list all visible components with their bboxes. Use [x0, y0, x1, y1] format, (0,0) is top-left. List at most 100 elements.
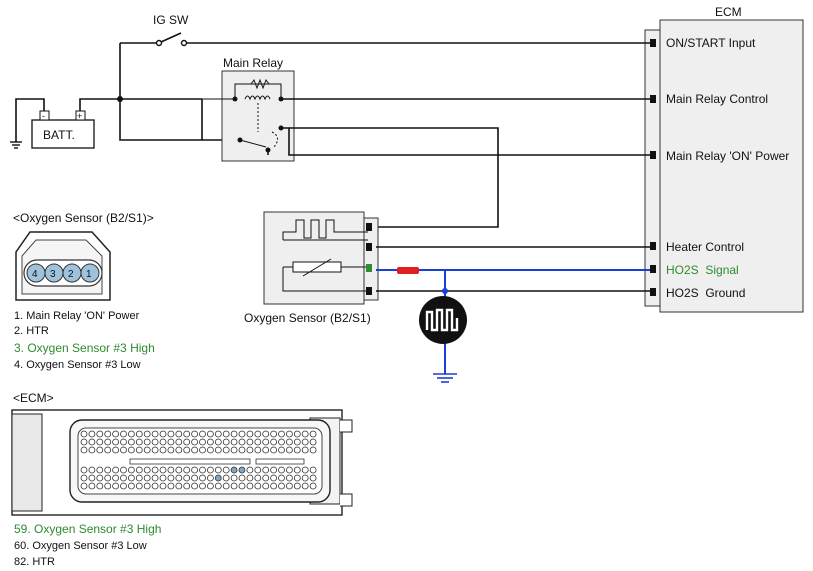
ecm-connector-pin — [293, 430, 301, 438]
ecm-connector-pin — [301, 430, 309, 438]
ecm-connector-pin — [127, 474, 135, 482]
ecm-block: ECM ON/START Input Main Relay Control Ma… — [644, 5, 804, 313]
ecm-connector-pin — [199, 474, 206, 482]
ecm-connector-pin — [120, 474, 127, 482]
ecm-connector-pin — [183, 466, 191, 474]
ecm-connector-pin — [230, 466, 238, 474]
ecm-connector-pin — [96, 482, 104, 490]
ecm-connector-pin — [183, 474, 191, 482]
oscilloscope-icon — [419, 296, 467, 344]
ecm-connector-pin — [214, 482, 222, 490]
connector-pin-3: 3 — [50, 269, 56, 280]
ecm-title: ECM — [715, 5, 742, 19]
ecm-connector-pin — [214, 446, 222, 454]
ecm-pin-desc-82: 82. HTR — [14, 556, 55, 568]
ecm-pin-heater-control: Heater Control — [666, 240, 744, 254]
ecm-connector-pin — [278, 466, 285, 474]
oxygen-connector-title: <Oxygen Sensor (B2/S1)> — [13, 211, 154, 225]
ecm-connector-pin — [309, 430, 317, 438]
ecm-connector-pin — [285, 474, 293, 482]
ecm-connector-pin — [88, 430, 96, 438]
ecm-connector-pin — [104, 482, 112, 490]
ground-icon — [433, 373, 457, 383]
ecm-connector-pin — [301, 474, 309, 482]
ecm-connector-pin — [159, 430, 167, 438]
ecm-connector-pin — [270, 446, 278, 454]
ecm-connector-pin — [143, 430, 151, 438]
ecm-connector-pin — [135, 466, 143, 474]
ecm-connector-pin — [214, 438, 222, 446]
ecm-connector-pin — [238, 474, 246, 482]
ecm-connector-pin — [120, 466, 127, 474]
oxygen-pin-desc-3: 3. Oxygen Sensor #3 High — [14, 341, 155, 355]
ecm-connector-pin — [191, 466, 199, 474]
ecm-connector-pin — [222, 446, 230, 454]
ecm-connector-pin — [309, 438, 317, 446]
ig-sw-label: IG SW — [153, 13, 189, 27]
ecm-connector-pin — [278, 446, 285, 454]
ecm-connector-pin — [183, 482, 191, 490]
ecm-connector-pin — [285, 438, 293, 446]
ecm-connector-pin — [270, 482, 278, 490]
ecm-connector-pin — [285, 482, 293, 490]
ecm-connector-pin — [230, 474, 238, 482]
ecm-connector-pin — [127, 466, 135, 474]
ecm-connector-pin — [191, 438, 199, 446]
ecm-connector-pin — [262, 466, 270, 474]
ecm-connector-pin — [143, 482, 151, 490]
ecm-connector-pin — [278, 482, 285, 490]
ecm-connector-pin — [199, 430, 206, 438]
ignition-switch: IG SW — [120, 13, 650, 47]
ecm-pin-ho2s-signal: HO2S Signal — [666, 263, 739, 277]
ecm-connector-pin — [254, 446, 262, 454]
ecm-connector-pin — [309, 446, 317, 454]
ecm-connector-pin — [88, 446, 96, 454]
ecm-connector-pin — [167, 446, 175, 454]
ecm-connector-pin — [238, 446, 246, 454]
ecm-connector-pin — [143, 446, 151, 454]
ecm-connector-pin — [309, 466, 317, 474]
ecm-connector-pin — [104, 446, 112, 454]
oxygen-pin-desc-4: 4. Oxygen Sensor #3 Low — [14, 359, 141, 371]
ecm-connector-pin — [127, 430, 135, 438]
ecm-connector-pin — [222, 438, 230, 446]
main-relay-label: Main Relay — [223, 56, 283, 70]
ecm-connector-pin — [238, 438, 246, 446]
ecm-connector-pin — [270, 438, 278, 446]
ecm-connector-pin — [135, 474, 143, 482]
ecm-connector-pin — [199, 482, 206, 490]
oxygen-pin-desc-2: 2. HTR — [14, 325, 49, 337]
ecm-pin-on-start-input: ON/START Input — [666, 36, 756, 50]
ecm-connector-pin — [206, 466, 214, 474]
ecm-connector-pin — [151, 438, 159, 446]
ecm-connector-pin — [127, 438, 135, 446]
ecm-connector-pin — [96, 446, 104, 454]
ecm-connector-pin — [80, 482, 88, 490]
battery-plus: + — [77, 111, 82, 121]
connector-pin-2: 2 — [68, 269, 74, 280]
battery-ground-icon — [10, 141, 22, 149]
ecm-connector-pin — [309, 474, 317, 482]
ecm-connector-pin — [238, 466, 246, 474]
ecm-pin-desc-59: 59. Oxygen Sensor #3 High — [14, 522, 161, 536]
battery-minus: - — [42, 111, 45, 121]
ecm-connector-pin — [293, 446, 301, 454]
ecm-connector-pin — [285, 430, 293, 438]
battery-label: BATT. — [43, 128, 75, 142]
ecm-connector-pin — [104, 438, 112, 446]
ecm-connector-pin — [175, 446, 183, 454]
ecm-connector-pin — [206, 438, 214, 446]
ecm-connector-pin — [191, 474, 199, 482]
ecm-connector-pin — [104, 430, 112, 438]
ecm-connector-pin — [120, 482, 127, 490]
ecm-connector-pin — [254, 430, 262, 438]
ecm-connector-pin — [135, 430, 143, 438]
ecm-connector-pin — [222, 430, 230, 438]
ecm-pin-ho2s-ground: HO2S Ground — [666, 286, 745, 300]
oxygen-sensor: Oxygen Sensor (B2/S1) — [244, 211, 379, 325]
ecm-connector-title: <ECM> — [13, 391, 54, 405]
ecm-connector-pin — [167, 466, 175, 474]
ecm-connector-pin — [191, 430, 199, 438]
ecm-connector-pin — [246, 474, 254, 482]
ecm-connector-pin — [246, 482, 254, 490]
